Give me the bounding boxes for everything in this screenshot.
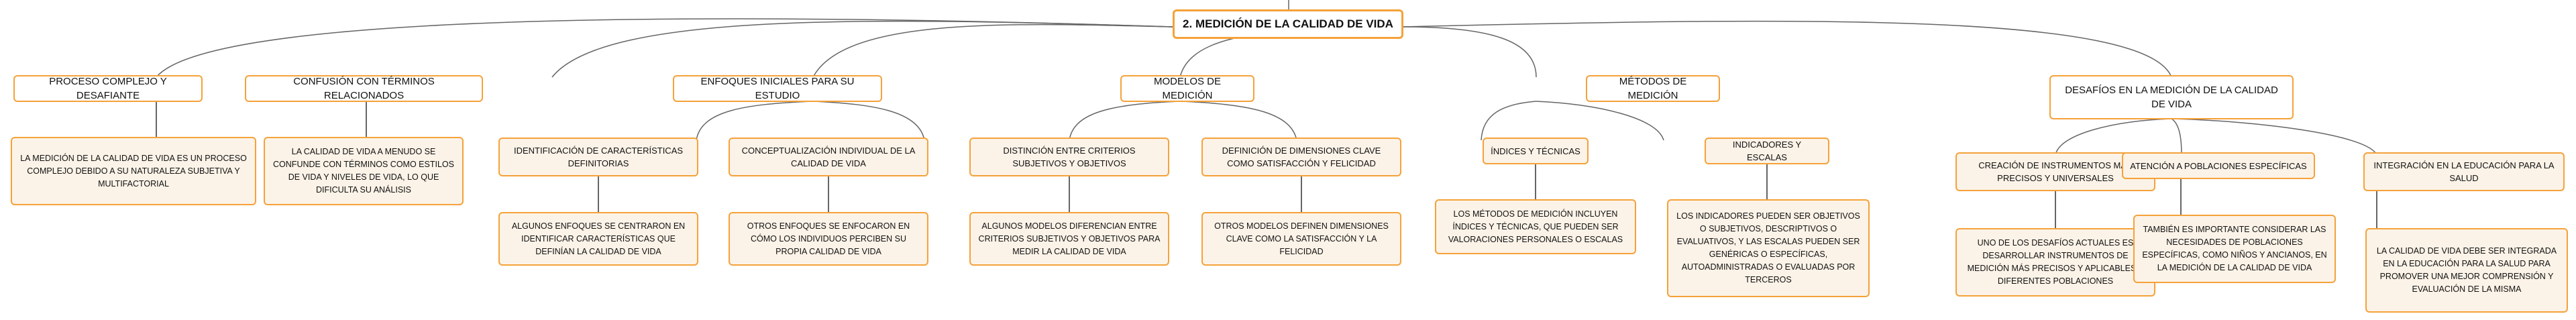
node-conceptualizacion-individual[interactable]: CONCEPTUALIZACIÓN INDIVIDUAL DE LA CALID… <box>729 138 928 176</box>
detail-text: LOS INDICADORES PUEDEN SER OBJETIVOS O S… <box>1676 211 1860 284</box>
detail-creacion-instrumentos[interactable]: UNO DE LOS DESAFÍOS ACTUALES ES DESARROL… <box>1955 228 2155 297</box>
branch-modelos-medicion[interactable]: MODELOS DE MEDICIÓN <box>1120 75 1254 102</box>
connector-root-b4 <box>1403 26 1537 78</box>
connector-b5-c1-detail <box>2180 179 2182 215</box>
connector-b3-c1 <box>1179 101 1297 141</box>
connector-b2-c1 <box>812 101 925 141</box>
detail-proceso-complejo[interactable]: LA MEDICIÓN DE LA CALIDAD DE VIDA ES UN … <box>11 137 256 205</box>
branch-label: MÉTODOS DE MEDICIÓN <box>1619 76 1687 101</box>
detail-conceptualizacion-individual[interactable]: OTROS ENFOQUES SE ENFOCARON EN CÓMO LOS … <box>729 212 928 266</box>
node-atencion-poblaciones[interactable]: ATENCIÓN A POBLACIONES ESPECÍFICAS <box>2122 152 2315 179</box>
branch-label: PROCESO COMPLEJO Y DESAFIANTE <box>49 76 167 101</box>
detail-text: LA CALIDAD DE VIDA A MENUDO SE CONFUNDE … <box>273 147 454 195</box>
node-indicadores-escalas[interactable]: INDICADORES Y ESCALAS <box>1705 138 1829 164</box>
node-label: CONCEPTUALIZACIÓN INDIVIDUAL DE LA CALID… <box>741 146 916 168</box>
connector-b3-c0 <box>1069 101 1181 141</box>
connector-b2-c1-detail <box>828 176 829 212</box>
node-label: ATENCIÓN A POBLACIONES ESPECÍFICAS <box>2130 160 2307 171</box>
detail-text: ALGUNOS MODELOS DIFERENCIAN ENTRE CRITER… <box>978 221 1161 256</box>
detail-text: LA CALIDAD DE VIDA DEBE SER INTEGRADA EN… <box>2376 246 2557 294</box>
detail-indices-tecnicas[interactable]: LOS MÉTODOS DE MEDICIÓN INCLUYEN ÍNDICES… <box>1435 199 1636 254</box>
node-label: CREACIÓN DE INSTRUMENTOS MÁS PRECISOS Y … <box>1978 160 2133 183</box>
connector-b5-c2-detail <box>2376 191 2377 228</box>
detail-confusion-terminos[interactable]: LA CALIDAD DE VIDA A MENUDO SE CONFUNDE … <box>264 137 464 205</box>
branch-confusion-terminos[interactable]: CONFUSIÓN CON TÉRMINOS RELACIONADOS <box>245 75 483 102</box>
detail-text: OTROS ENFOQUES SE ENFOCARON EN CÓMO LOS … <box>747 221 910 256</box>
branch-metodos-medicion[interactable]: MÉTODOS DE MEDICIÓN <box>1586 75 1720 102</box>
connector-b2-c0-detail <box>598 176 599 212</box>
connector-root-b0 <box>156 18 1173 78</box>
detail-distincion-criterios[interactable]: ALGUNOS MODELOS DIFERENCIAN ENTRE CRITER… <box>969 212 1169 266</box>
connector-root-b2 <box>812 23 1173 78</box>
connector-b5-c0 <box>2055 118 2172 156</box>
connector-b4-c1-detail <box>1766 164 1768 199</box>
branch-label: CONFUSIÓN CON TÉRMINOS RELACIONADOS <box>293 76 435 101</box>
connector-b5-c2 <box>2171 118 2377 156</box>
node-integracion-educacion[interactable]: INTEGRACIÓN EN LA EDUCACIÓN PARA LA SALU… <box>2363 152 2565 191</box>
detail-identificacion-caracteristicas[interactable]: ALGUNOS ENFOQUES SE CENTRARON EN IDENTIF… <box>498 212 698 266</box>
detail-integracion-educacion[interactable]: LA CALIDAD DE VIDA DEBE SER INTEGRADA EN… <box>2365 228 2568 313</box>
node-definicion-dimensiones[interactable]: DEFINICIÓN DE DIMENSIONES CLAVE COMO SAT… <box>1201 138 1401 176</box>
node-label: INDICADORES Y ESCALAS <box>1732 140 1802 162</box>
node-label: DISTINCIÓN ENTRE CRITERIOS SUBJETIVOS Y … <box>1003 146 1136 168</box>
node-identificacion-caracteristicas[interactable]: IDENTIFICACIÓN DE CARACTERÍSTICAS DEFINI… <box>498 138 698 176</box>
detail-text: LA MEDICIÓN DE LA CALIDAD DE VIDA ES UN … <box>20 153 247 189</box>
branch-enfoques-iniciales[interactable]: ENFOQUES INICIALES PARA SU ESTUDIO <box>673 75 882 102</box>
node-label: INTEGRACIÓN EN LA EDUCACIÓN PARA LA SALU… <box>2373 160 2555 183</box>
branch-desafios-medicion[interactable]: DESAFÍOS EN LA MEDICIÓN DE LA CALIDAD DE… <box>2049 75 2294 119</box>
node-indices-tecnicas[interactable]: ÍNDICES Y TÉCNICAS <box>1483 138 1589 164</box>
connector-b4-c0 <box>1481 101 1537 141</box>
connector-b3-c1-detail <box>1301 176 1302 212</box>
branch-label: DESAFÍOS EN LA MEDICIÓN DE LA CALIDAD DE… <box>2065 85 2278 110</box>
detail-text: UNO DE LOS DESAFÍOS ACTUALES ES DESARROL… <box>1967 238 2144 286</box>
connector-b0-detail <box>156 102 157 137</box>
connector-b4-c0-detail <box>1535 164 1536 199</box>
root-node[interactable]: 2. MEDICIÓN DE LA CALIDAD DE VIDA <box>1173 9 1403 39</box>
connector-b5-c1 <box>2171 118 2182 156</box>
detail-definicion-dimensiones[interactable]: OTROS MODELOS DEFINEN DIMENSIONES CLAVE … <box>1201 212 1401 266</box>
detail-atencion-poblaciones[interactable]: TAMBIÉN ES IMPORTANTE CONSIDERAR LAS NEC… <box>2133 215 2336 283</box>
connector-b5-c0-detail <box>2055 191 2056 228</box>
connector-root-b3 <box>1179 34 1255 78</box>
node-label: DEFINICIÓN DE DIMENSIONES CLAVE COMO SAT… <box>1222 146 1381 168</box>
connector-b1-detail <box>366 102 367 137</box>
connector-root-b5 <box>1403 20 2172 78</box>
detail-text: OTROS MODELOS DEFINEN DIMENSIONES CLAVE … <box>1214 221 1389 256</box>
detail-text: ALGUNOS ENFOQUES SE CENTRARON EN IDENTIF… <box>511 221 686 256</box>
detail-text: LOS MÉTODOS DE MEDICIÓN INCLUYEN ÍNDICES… <box>1448 209 1623 244</box>
branch-label: ENFOQUES INICIALES PARA SU ESTUDIO <box>700 76 855 101</box>
node-distincion-criterios[interactable]: DISTINCIÓN ENTRE CRITERIOS SUBJETIVOS Y … <box>969 138 1169 176</box>
node-label: ÍNDICES Y TÉCNICAS <box>1491 146 1580 156</box>
connector-b2-c0 <box>696 101 814 141</box>
branch-label: MODELOS DE MEDICIÓN <box>1153 76 1222 101</box>
detail-text: TAMBIÉN ES IMPORTANTE CONSIDERAR LAS NEC… <box>2142 225 2327 272</box>
connector-root-b1 <box>551 20 1173 78</box>
root-label: 2. MEDICIÓN DE LA CALIDAD DE VIDA <box>1183 17 1393 30</box>
node-label: IDENTIFICACIÓN DE CARACTERÍSTICAS DEFINI… <box>513 146 684 168</box>
branch-proceso-complejo[interactable]: PROCESO COMPLEJO Y DESAFIANTE <box>13 75 203 102</box>
connector-b4-c1 <box>1536 101 1664 141</box>
detail-indicadores-escalas[interactable]: LOS INDICADORES PUEDEN SER OBJETIVOS O S… <box>1667 199 1870 297</box>
connector-b3-c0-detail <box>1069 176 1070 212</box>
